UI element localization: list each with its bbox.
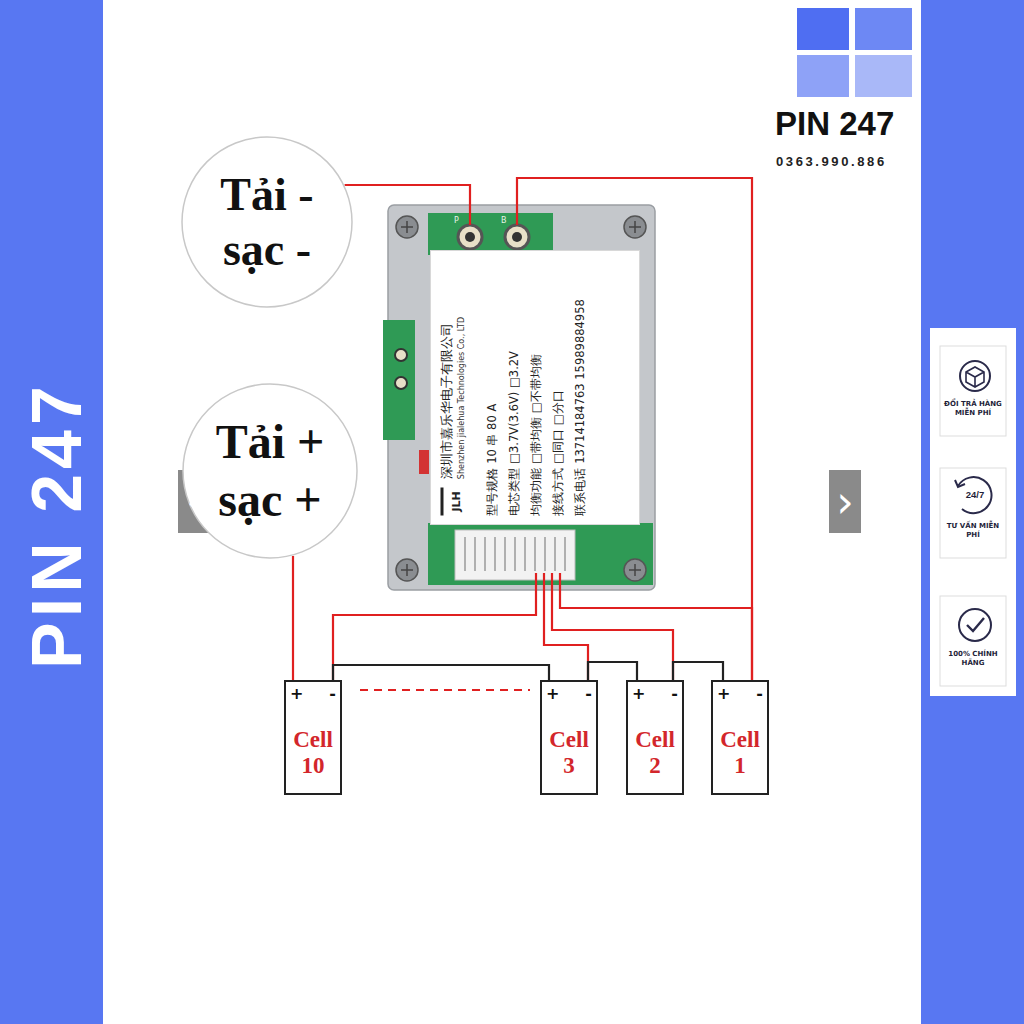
pad-name-holder: P: [454, 209, 459, 227]
sticker-header: JLH 深圳市嘉乐华电子有限公司Shenzhen jialehua Technol…: [438, 260, 466, 515]
bms-board: [383, 205, 655, 590]
wire: [333, 665, 549, 680]
cell-terminals: +-: [290, 685, 336, 705]
spec-line: 联系电话 13714184763 15989884958: [568, 260, 590, 515]
watermark-text-holder: PIN 247: [22, 381, 92, 669]
battery-cell: +-Cell 1: [711, 680, 769, 795]
terminal-circle: Tải - sạc -: [181, 136, 353, 308]
cell-name: Cell 1: [717, 727, 763, 780]
terminal-sign: +: [290, 685, 303, 705]
wire: [560, 590, 752, 680]
dashed-wire: [360, 689, 530, 691]
pad-name: P: [454, 216, 459, 225]
company-name-en: Shenzhen jialehua Technologies Co., LTD: [455, 316, 466, 478]
cell-terminals: +-: [717, 685, 763, 705]
terminal-circle: Tải + sạc +: [182, 383, 358, 559]
carousel-arrow: ›: [836, 480, 854, 524]
brand-logo: JLH: [440, 487, 464, 515]
carousel-arrow-holder: ‹: [178, 470, 212, 533]
terminal-label: Tải + sạc +: [195, 413, 345, 528]
wire: [333, 590, 536, 680]
spec-line: 接线方式 □同口 □分口: [546, 260, 568, 515]
circle-outline: [182, 383, 358, 559]
board-sticker: JLH 深圳市嘉乐华电子有限公司Shenzhen jialehua Technol…: [430, 250, 640, 525]
spec-line: 型号规格 10 串 80 A: [480, 260, 502, 515]
badge-icon-text-holder: 24/7: [955, 490, 995, 500]
badge-label: 100% CHÍNH HÃNG: [942, 650, 1004, 669]
brand-name-holder: PIN 247: [775, 106, 894, 142]
cell-name: Cell 2: [632, 727, 678, 780]
wire: [544, 590, 588, 680]
carousel-button: [829, 470, 861, 533]
terminal-sign: -: [585, 685, 592, 705]
terminal-sign: +: [632, 685, 645, 705]
carousel-arrow-holder: ›: [829, 470, 861, 533]
carousel-arrow: ‹: [186, 480, 204, 524]
badge-panel: [930, 328, 1016, 696]
wire: [345, 185, 470, 205]
badge-icon-text: 24/7: [955, 490, 995, 500]
pad-name: B: [501, 216, 507, 225]
spec-line: 均衡功能 □带均衡 □不带均衡: [524, 260, 546, 515]
logo-squares: [797, 8, 912, 97]
battery-cell: +-Cell 3: [540, 680, 598, 795]
phone-number-holder: 0363.990.886: [776, 152, 887, 170]
cell-name: Cell 10: [290, 727, 336, 780]
company-name: 深圳市嘉乐华电子有限公司: [438, 316, 455, 478]
side-band: [921, 0, 1024, 1024]
badge-label-holder: 100% CHÍNH HÃNG: [942, 650, 1004, 669]
wire: [292, 556, 294, 680]
terminal-sign: +: [717, 685, 730, 705]
watermark-text: PIN 247: [18, 381, 96, 669]
side-band: [0, 0, 103, 1024]
sticker-content: JLH 深圳市嘉乐华电子有限公司Shenzhen jialehua Technol…: [430, 250, 640, 525]
wire: [588, 662, 637, 680]
wire: [673, 662, 723, 680]
circle-outline: [181, 136, 353, 308]
badge-label: TƯ VẤN MIỄN PHÍ: [942, 522, 1004, 541]
badge-label-holder: TƯ VẤN MIỄN PHÍ: [942, 522, 1004, 541]
terminal-sign: +: [546, 685, 559, 705]
terminal-sign: -: [671, 685, 678, 705]
terminal-sign: -: [329, 685, 336, 705]
cell-terminals: +-: [632, 685, 678, 705]
terminal-sign: -: [756, 685, 763, 705]
phone-number: 0363.990.886: [776, 154, 887, 169]
cell-terminals: +-: [546, 685, 592, 705]
terminal-label: Tải - sạc -: [192, 167, 342, 277]
cell-name: Cell 3: [546, 727, 592, 780]
bms-board: JLH 深圳市嘉乐华电子有限公司Shenzhen jialehua Technol…: [383, 205, 660, 590]
badge-label: ĐỔI TRẢ HÀNG MIỄN PHÍ: [942, 400, 1004, 419]
battery-cell: +-Cell 2: [626, 680, 684, 795]
spec-line: 电芯类型 □3.7V(3.6V) □3.2V: [502, 260, 524, 515]
wire: [552, 590, 673, 680]
battery-cell: +-Cell 10: [284, 680, 342, 795]
pad-name-holder: B: [501, 209, 507, 227]
badge-label-holder: ĐỔI TRẢ HÀNG MIỄN PHÍ: [942, 400, 1004, 419]
brand-name: PIN 247: [775, 105, 894, 142]
sticker-company: 深圳市嘉乐华电子有限公司Shenzhen jialehua Technologi…: [438, 316, 466, 478]
